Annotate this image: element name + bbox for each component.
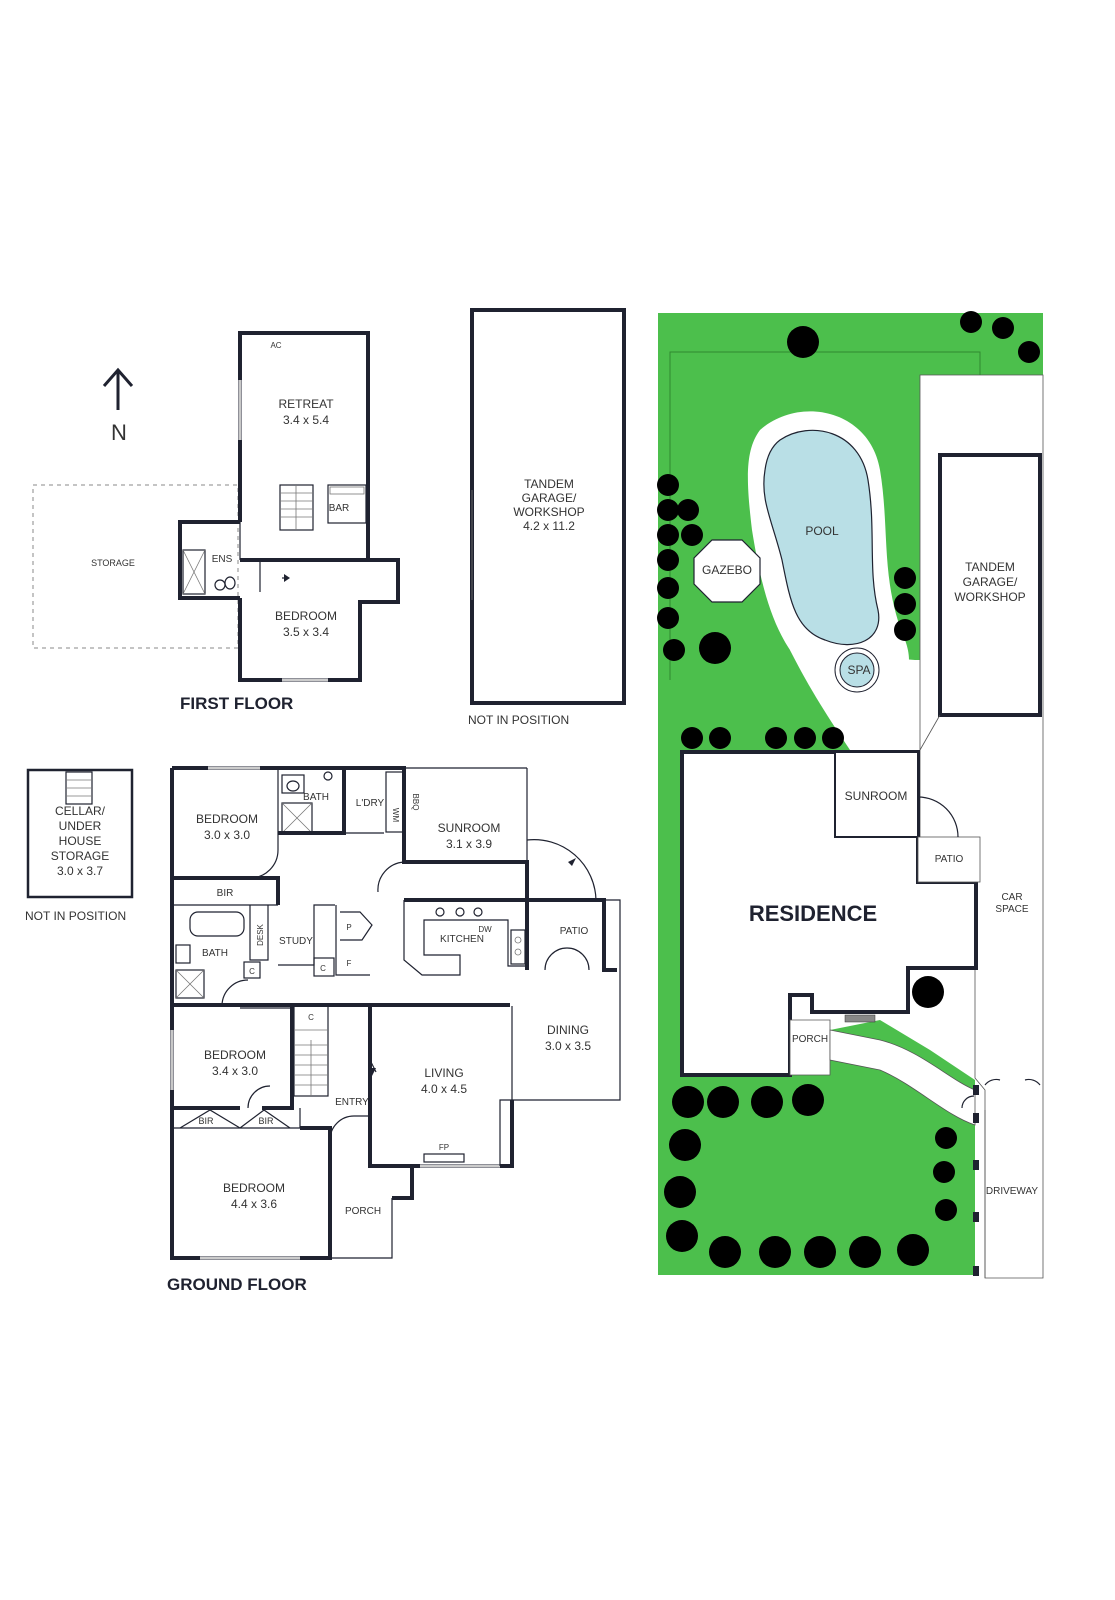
site-porch-label: PORCH xyxy=(792,1034,828,1045)
residence-label: RESIDENCE xyxy=(749,901,877,926)
patio-label: PATIO xyxy=(560,926,589,937)
living-name: LIVING xyxy=(424,1066,463,1080)
ensuite-walls xyxy=(178,520,240,600)
gazebo xyxy=(693,539,761,603)
bath-top-label: BATH xyxy=(303,792,329,803)
ens-label: ENS xyxy=(212,554,233,565)
sunroom-size: 3.1 x 3.9 xyxy=(446,837,492,851)
north-arrow-icon: N xyxy=(102,367,134,445)
north-label: N xyxy=(111,420,127,445)
c-label-3: C xyxy=(308,1013,314,1022)
bir2-label: BIR xyxy=(198,1116,214,1126)
desk-label: DESK xyxy=(256,923,265,945)
first-floor-plan: STORAGE AC RETREAT 3.4 x 5.4 BAR ENS BED… xyxy=(32,331,400,713)
garage-line-1: TANDEM xyxy=(524,477,574,491)
p-label: P xyxy=(346,923,351,932)
sunroom-name: SUNROOM xyxy=(438,821,501,835)
garage-note: NOT IN POSITION xyxy=(468,713,569,727)
site-sunroom-label: SUNROOM xyxy=(845,789,908,803)
pool xyxy=(763,429,880,646)
ac-label: AC xyxy=(270,341,281,350)
study-label: STUDY xyxy=(279,936,313,947)
dining-size: 3.0 x 3.5 xyxy=(545,1039,591,1053)
storage-area xyxy=(32,484,239,649)
car-space-line-1: CAR xyxy=(1001,892,1022,903)
site-garage xyxy=(938,453,1042,717)
bedroom-ff-name: BEDROOM xyxy=(275,609,337,623)
cellar-line-5: 3.0 x 3.7 xyxy=(57,864,103,878)
site-patio-label: PATIO xyxy=(935,854,964,865)
bedroom-ff-size: 3.5 x 3.4 xyxy=(283,625,329,639)
site-garage-line-2: GARAGE/ xyxy=(963,575,1018,589)
bedroom3-size: 4.4 x 3.6 xyxy=(231,1197,277,1211)
bir3-label: BIR xyxy=(258,1116,274,1126)
garage-line-2: GARAGE/ xyxy=(522,491,577,505)
site-garage-line-3: WORKSHOP xyxy=(954,590,1025,604)
retreat-size: 3.4 x 5.4 xyxy=(283,413,329,427)
wm-label: WM xyxy=(391,808,400,823)
driveway-label: DRIVEWAY xyxy=(986,1186,1039,1197)
car-space-line-2: SPACE xyxy=(995,904,1028,915)
retreat-name: RETREAT xyxy=(278,397,334,411)
cellar-line-4: STORAGE xyxy=(51,849,109,863)
spa xyxy=(839,652,875,688)
cellar-line-2: UNDER xyxy=(59,819,102,833)
fp-label: FP xyxy=(439,1143,449,1152)
porch-label: PORCH xyxy=(345,1206,381,1217)
living-size: 4.0 x 4.5 xyxy=(421,1082,467,1096)
bedroom2-name: BEDROOM xyxy=(204,1048,266,1062)
cellar-line-1: CELLAR/ xyxy=(55,804,106,818)
pool-label: POOL xyxy=(805,524,839,538)
f-label: F xyxy=(347,959,352,968)
ground-floor-title: GROUND FLOOR xyxy=(167,1275,307,1294)
bar-label: BAR xyxy=(329,503,350,514)
garage-line-4: 4.2 x 11.2 xyxy=(523,519,575,533)
dw-label: DW xyxy=(478,925,492,934)
ldry-label: L'DRY xyxy=(356,798,385,809)
bath-label: BATH xyxy=(202,948,228,959)
bedroom1-size: 3.0 x 3.0 xyxy=(204,828,250,842)
bbq-label: BBQ xyxy=(411,794,420,811)
garage-plan: TANDEM GARAGE/ WORKSHOP 4.2 x 11.2 NOT I… xyxy=(468,308,626,727)
site-plan: POOL SPA GAZEBO TANDEM GARAGE/ WORKSHOP … xyxy=(657,311,1044,1279)
cellar-line-3: HOUSE xyxy=(59,834,102,848)
storage-label: STORAGE xyxy=(91,558,135,568)
cellar-note: NOT IN POSITION xyxy=(25,909,126,923)
front-path xyxy=(829,1029,976,1126)
spa-label: SPA xyxy=(847,663,870,677)
gazebo-label: GAZEBO xyxy=(702,563,752,577)
first-floor-title: FIRST FLOOR xyxy=(180,694,293,713)
entry-label: ENTRY xyxy=(335,1097,369,1108)
site-garage-line-1: TANDEM xyxy=(965,560,1015,574)
ground-floor-plan: BEDROOM 3.0 x 3.0 BIR BATH L'DRY WM BBQ … xyxy=(167,766,621,1294)
garage-line-3: WORKSHOP xyxy=(513,505,584,519)
bedroom-walls xyxy=(238,558,400,682)
cellar-plan: CELLAR/ UNDER HOUSE STORAGE 3.0 x 3.7 NO… xyxy=(25,768,134,923)
stairs xyxy=(279,484,314,531)
retreat-walls xyxy=(238,331,370,560)
bedroom2-size: 3.4 x 3.0 xyxy=(212,1064,258,1078)
bedroom1-name: BEDROOM xyxy=(196,812,258,826)
bir-label: BIR xyxy=(217,888,234,899)
c-label-2: C xyxy=(320,964,326,973)
c-label-1: C xyxy=(249,967,255,976)
kitchen-label: KITCHEN xyxy=(440,934,484,945)
bedroom3-name: BEDROOM xyxy=(223,1181,285,1195)
dining-name: DINING xyxy=(547,1023,589,1037)
